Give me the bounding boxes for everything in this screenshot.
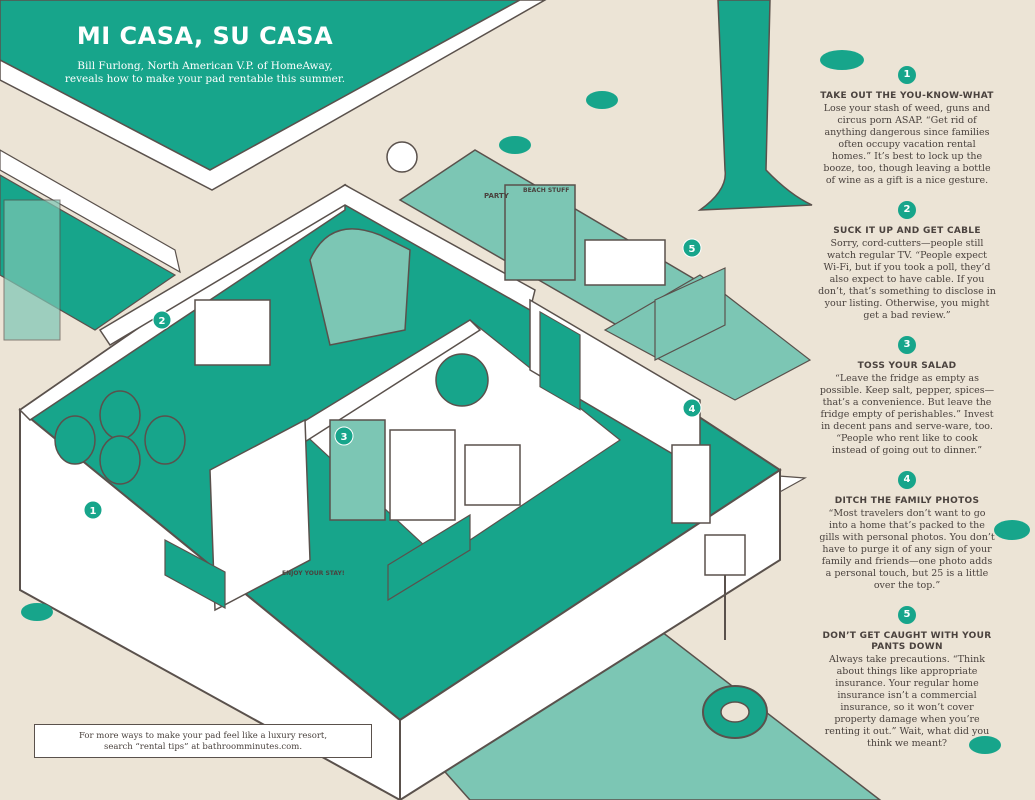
tip-heading: TOSS YOUR SALAD	[857, 361, 957, 371]
neighbor-deck-edge	[0, 0, 547, 191]
barrel	[99, 435, 141, 485]
tip-2: 2 SUCK IT UP AND GET CABLE Sorry, cord-c…	[818, 201, 996, 322]
svg-text:1: 1	[90, 506, 97, 517]
fridge	[389, 429, 456, 521]
desk	[584, 239, 666, 286]
front-door	[671, 444, 711, 524]
tip-heading: TAKE OUT THE YOU-KNOW-WHAT	[820, 91, 994, 101]
map-marker-3: 3	[334, 426, 354, 446]
hall-door	[539, 310, 581, 411]
tip-body: Always take precautions. “Think about th…	[824, 654, 990, 749]
map-marker-2: 2	[152, 310, 172, 330]
file-cabinet	[504, 184, 576, 281]
tip-body: “Leave the fridge as empty as possible. …	[819, 373, 995, 456]
intro-text: Bill Furlong, North American V.P. of Hom…	[64, 60, 346, 85]
tree-trunk	[697, 0, 813, 211]
page-title: MI CASA, SU CASA	[76, 22, 334, 50]
svg-text:5: 5	[689, 244, 696, 255]
soccer-ball	[386, 141, 418, 173]
tip-5: 5 DON’T GET CAUGHT WITH YOUR PANTS DOWN …	[818, 606, 996, 750]
armchair	[309, 228, 411, 346]
map-marker-5: 5	[682, 238, 702, 258]
barrel	[54, 415, 96, 465]
indoor-tree	[435, 353, 489, 407]
tire-hole	[720, 701, 750, 723]
svg-text:3: 3	[341, 432, 348, 443]
tip-number: 2	[898, 201, 916, 219]
tv	[194, 299, 271, 366]
tip-body: Sorry, cord-cutters—people still watch r…	[818, 238, 996, 321]
shrub	[994, 520, 1030, 540]
tip-3: 3 TOSS YOUR SALAD “Leave the fridge as e…	[818, 336, 996, 457]
tip-number: 4	[898, 471, 916, 489]
svg-text:2: 2	[159, 316, 166, 327]
birdhouse	[704, 534, 746, 576]
tip-number: 3	[898, 336, 916, 354]
front-wall-right	[399, 468, 781, 800]
left-sidewalk	[0, 149, 181, 274]
interior-wall-3	[209, 418, 311, 612]
barrel	[99, 390, 141, 440]
box-label-beach-stuff: BEACH STUFF	[523, 187, 569, 194]
box-label-party: PARTY	[484, 192, 510, 200]
tip-number: 5	[898, 606, 916, 624]
front-window-right	[387, 513, 471, 602]
tip-body: Lose your stash of weed, guns and circus…	[823, 103, 991, 186]
shrub	[21, 603, 53, 621]
tip-heading: DITCH THE FAMILY PHOTOS	[834, 496, 980, 506]
welcome-sign: ENJOY YOUR STAY!	[282, 570, 345, 577]
tip-4: 4 DITCH THE FAMILY PHOTOS “Most traveler…	[818, 471, 996, 592]
tip-body: “Most travelers don’t want to go into a …	[819, 508, 995, 591]
tip-heading: DON’T GET CAUGHT WITH YOUR PANTS DOWN	[822, 631, 992, 652]
front-window-left	[164, 539, 226, 610]
footer-line-1: For more ways to make your pad feel like…	[78, 731, 328, 741]
map-marker-1: 1	[83, 500, 103, 520]
tip-number: 1	[898, 66, 916, 84]
shrub	[586, 91, 618, 109]
stove	[464, 444, 521, 506]
shrub	[499, 136, 531, 154]
glass-panel	[3, 199, 61, 341]
shrub	[969, 736, 1001, 754]
tip-heading: SUCK IT UP AND GET CABLE	[833, 226, 981, 236]
footer-note: For more ways to make your pad feel like…	[34, 724, 372, 758]
office-window	[654, 267, 726, 361]
footer-line-2: search “rental tips” at bathroomminutes.…	[103, 742, 303, 752]
shrub	[820, 50, 864, 70]
front-wall-left	[19, 407, 401, 800]
barrel	[144, 415, 186, 465]
svg-text:4: 4	[689, 404, 696, 415]
tip-1: 1 TAKE OUT THE YOU-KNOW-WHAT Lose your s…	[818, 66, 996, 187]
map-marker-4: 4	[682, 398, 702, 418]
